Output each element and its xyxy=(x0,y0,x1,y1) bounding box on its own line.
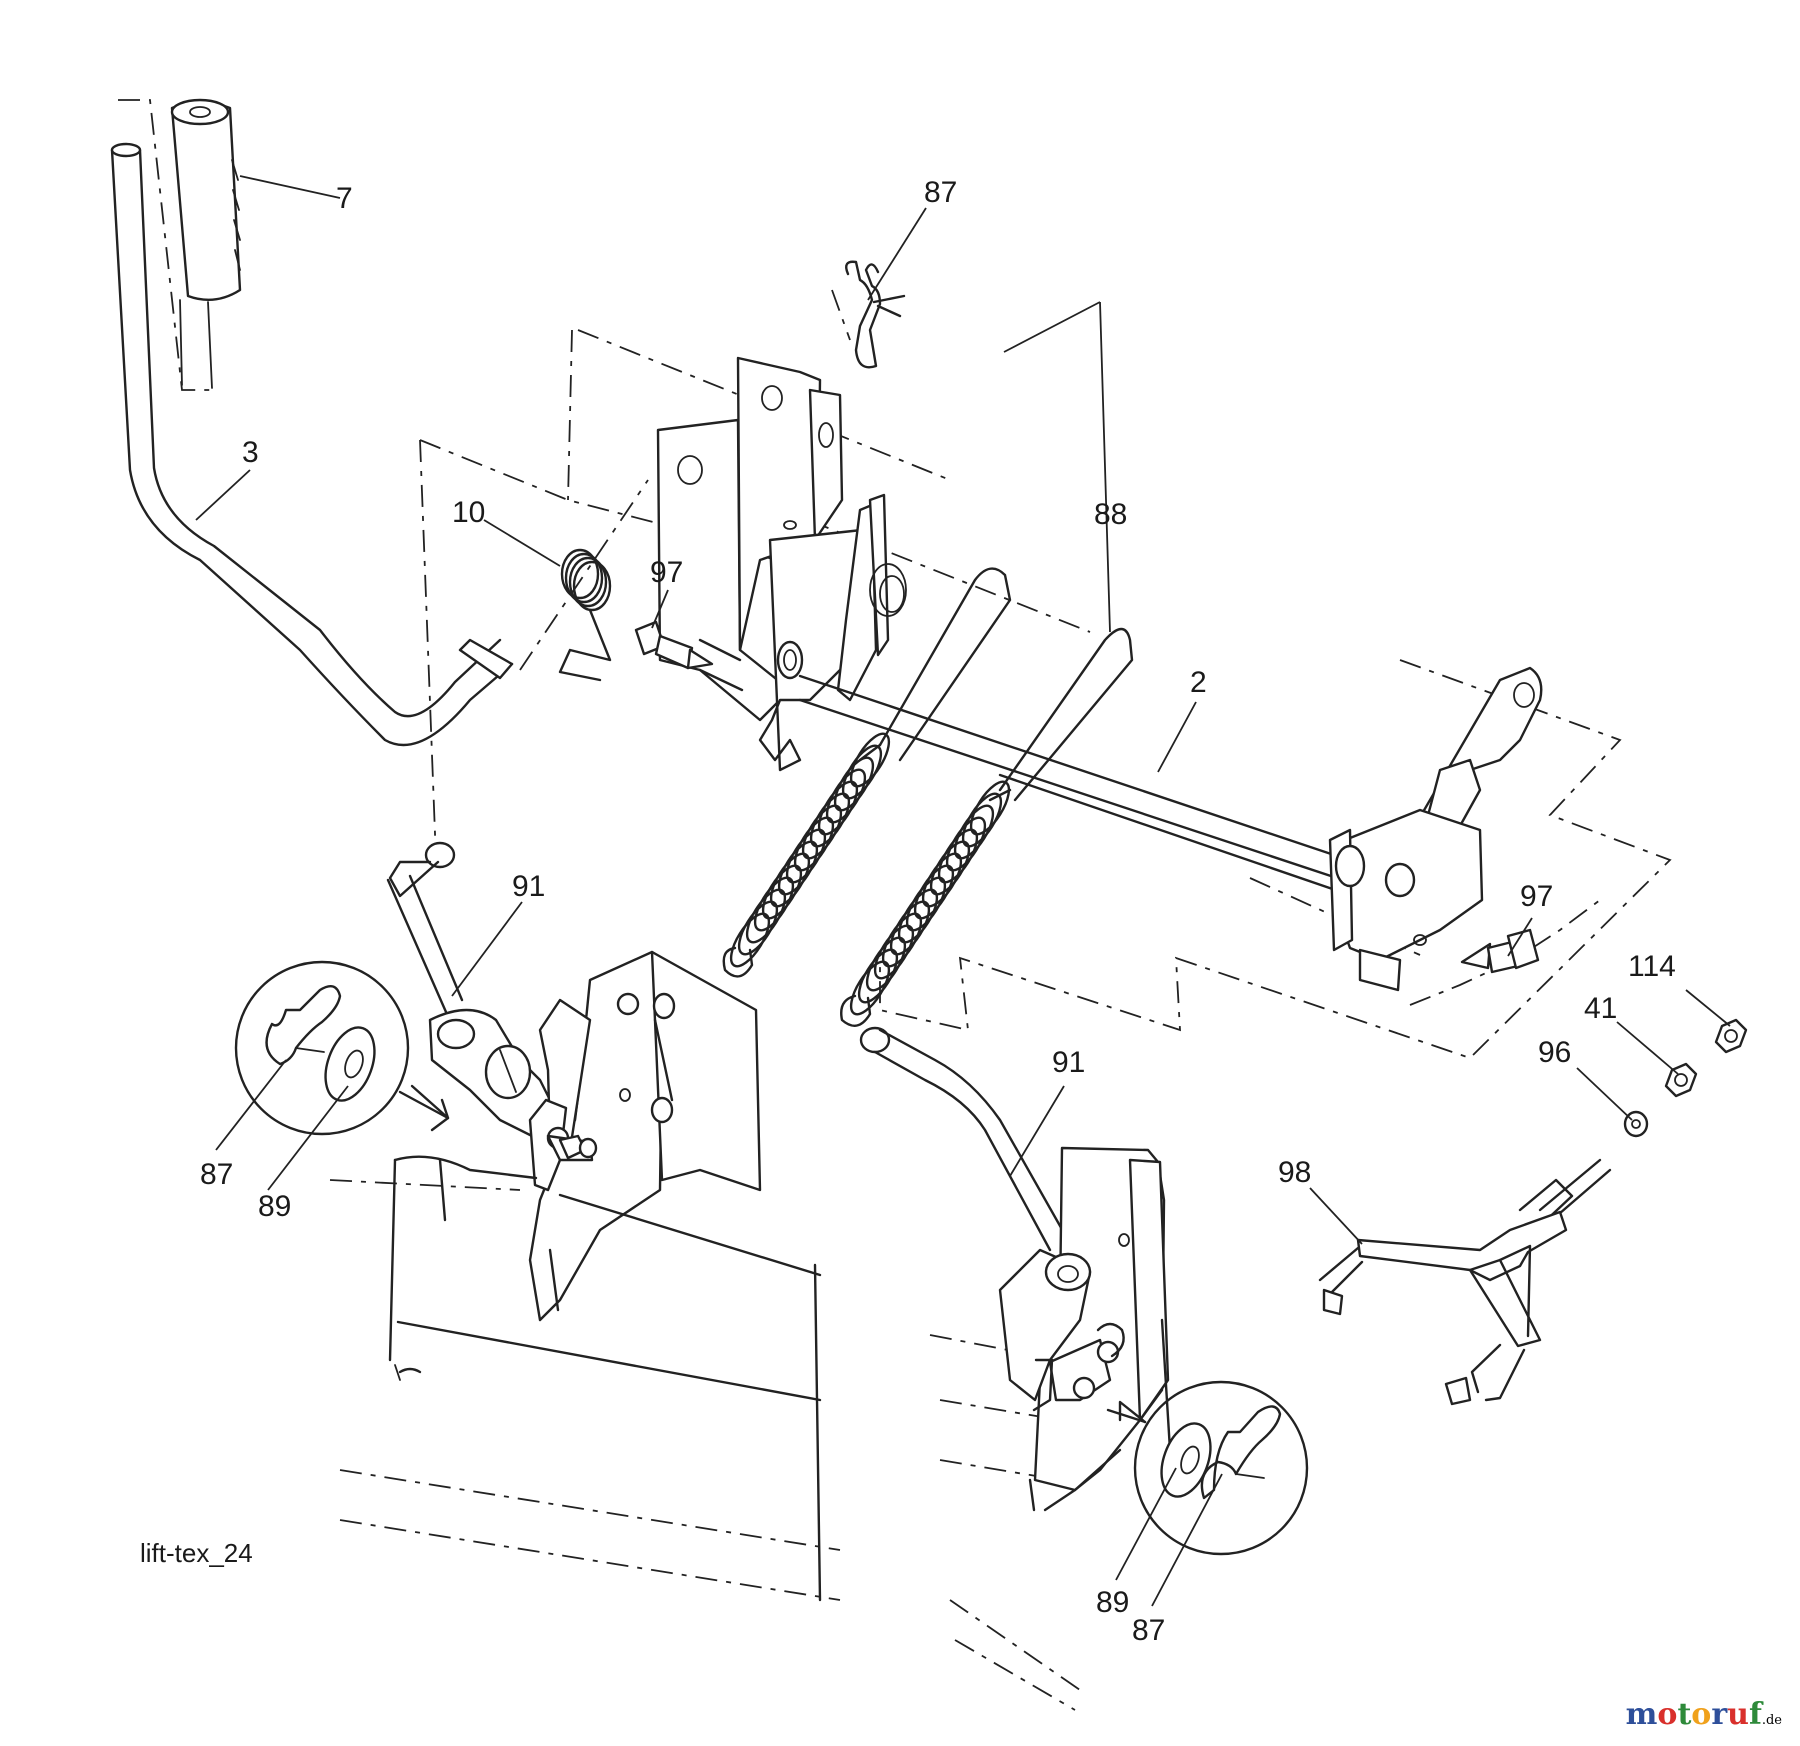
flat-washer-icon xyxy=(1160,1422,1212,1498)
lift-shaft-icon xyxy=(776,640,1357,897)
detail-circle-left xyxy=(234,960,450,1136)
spring-rods xyxy=(878,567,1134,802)
hex-nut-icon xyxy=(1714,1018,1748,1054)
callout-10: 10 xyxy=(452,496,485,529)
watermark-letter: u xyxy=(1727,1697,1749,1732)
callout-88: 88 xyxy=(1094,498,1127,531)
shoulder-bolt-right-icon xyxy=(1460,928,1540,974)
shoulder-bolt-left-icon xyxy=(634,620,714,670)
lock-nut-icon xyxy=(1664,1062,1698,1098)
callout-2: 2 xyxy=(1190,666,1207,699)
deck-linkage-assembly-icon xyxy=(1318,1158,1612,1406)
lever-handle-grip-icon xyxy=(170,98,242,389)
torsion-spring-icon xyxy=(558,548,612,682)
hairpin-clip-icon xyxy=(265,984,342,1066)
lift-lever-rod xyxy=(110,142,514,747)
callout-87-left: 87 xyxy=(200,1158,233,1191)
hairpin-clip-top-icon xyxy=(845,260,906,369)
callout-114: 114 xyxy=(1628,950,1676,983)
watermark-logo: motoruf.de xyxy=(1626,1697,1782,1732)
watermark-letter: t xyxy=(1677,1697,1692,1732)
leader-lines xyxy=(195,175,1731,1607)
callout-89-right: 89 xyxy=(1096,1586,1129,1619)
detail-circle-right xyxy=(1106,1380,1309,1556)
deck-hanger-bracket-right xyxy=(998,1146,1170,1492)
callout-97-right: 97 xyxy=(1520,880,1553,913)
callout-97-left: 97 xyxy=(650,556,683,589)
pivot-plate xyxy=(758,493,907,772)
watermark-letter: o xyxy=(1691,1697,1712,1732)
callout-89-left: 89 xyxy=(258,1190,291,1223)
watermark-letter: m xyxy=(1625,1697,1658,1732)
watermark-letter: r xyxy=(1711,1697,1728,1732)
watermark-suffix: .de xyxy=(1761,1713,1782,1728)
callout-91-left: 91 xyxy=(512,870,545,903)
callout-98: 98 xyxy=(1278,1156,1311,1189)
callout-labels: 7 3 87 10 97 88 2 91 97 114 41 96 98 91 … xyxy=(140,176,1676,1647)
callout-87-top: 87 xyxy=(924,176,957,209)
link-rod-left-icon xyxy=(386,841,562,1142)
callout-87-right: 87 xyxy=(1132,1614,1165,1647)
extension-spring-left-icon xyxy=(722,732,891,978)
upper-mounting-bracket xyxy=(656,356,844,722)
callout-3: 3 xyxy=(242,436,259,469)
callout-7: 7 xyxy=(336,182,353,215)
deck-housing-left xyxy=(388,1155,822,1602)
flat-washer-icon xyxy=(324,1026,376,1102)
watermark-brand: motoruf xyxy=(1626,1697,1762,1732)
callout-41: 41 xyxy=(1584,992,1617,1025)
deck-housing-right xyxy=(1028,1318,1172,1512)
watermark-letter: f xyxy=(1748,1697,1762,1732)
hairpin-clip-icon xyxy=(1200,1405,1282,1500)
link-rod-right-icon xyxy=(859,1026,1070,1252)
callout-91-right: 91 xyxy=(1052,1046,1085,1079)
deck-hanger-bracket-left xyxy=(528,950,762,1322)
callout-96: 96 xyxy=(1538,1036,1571,1069)
extension-spring-right-icon xyxy=(840,780,1012,1027)
diagram-code: lift-tex_24 xyxy=(140,1538,253,1568)
right-shaft-bracket xyxy=(1328,666,1543,992)
watermark-letter: o xyxy=(1657,1697,1678,1732)
